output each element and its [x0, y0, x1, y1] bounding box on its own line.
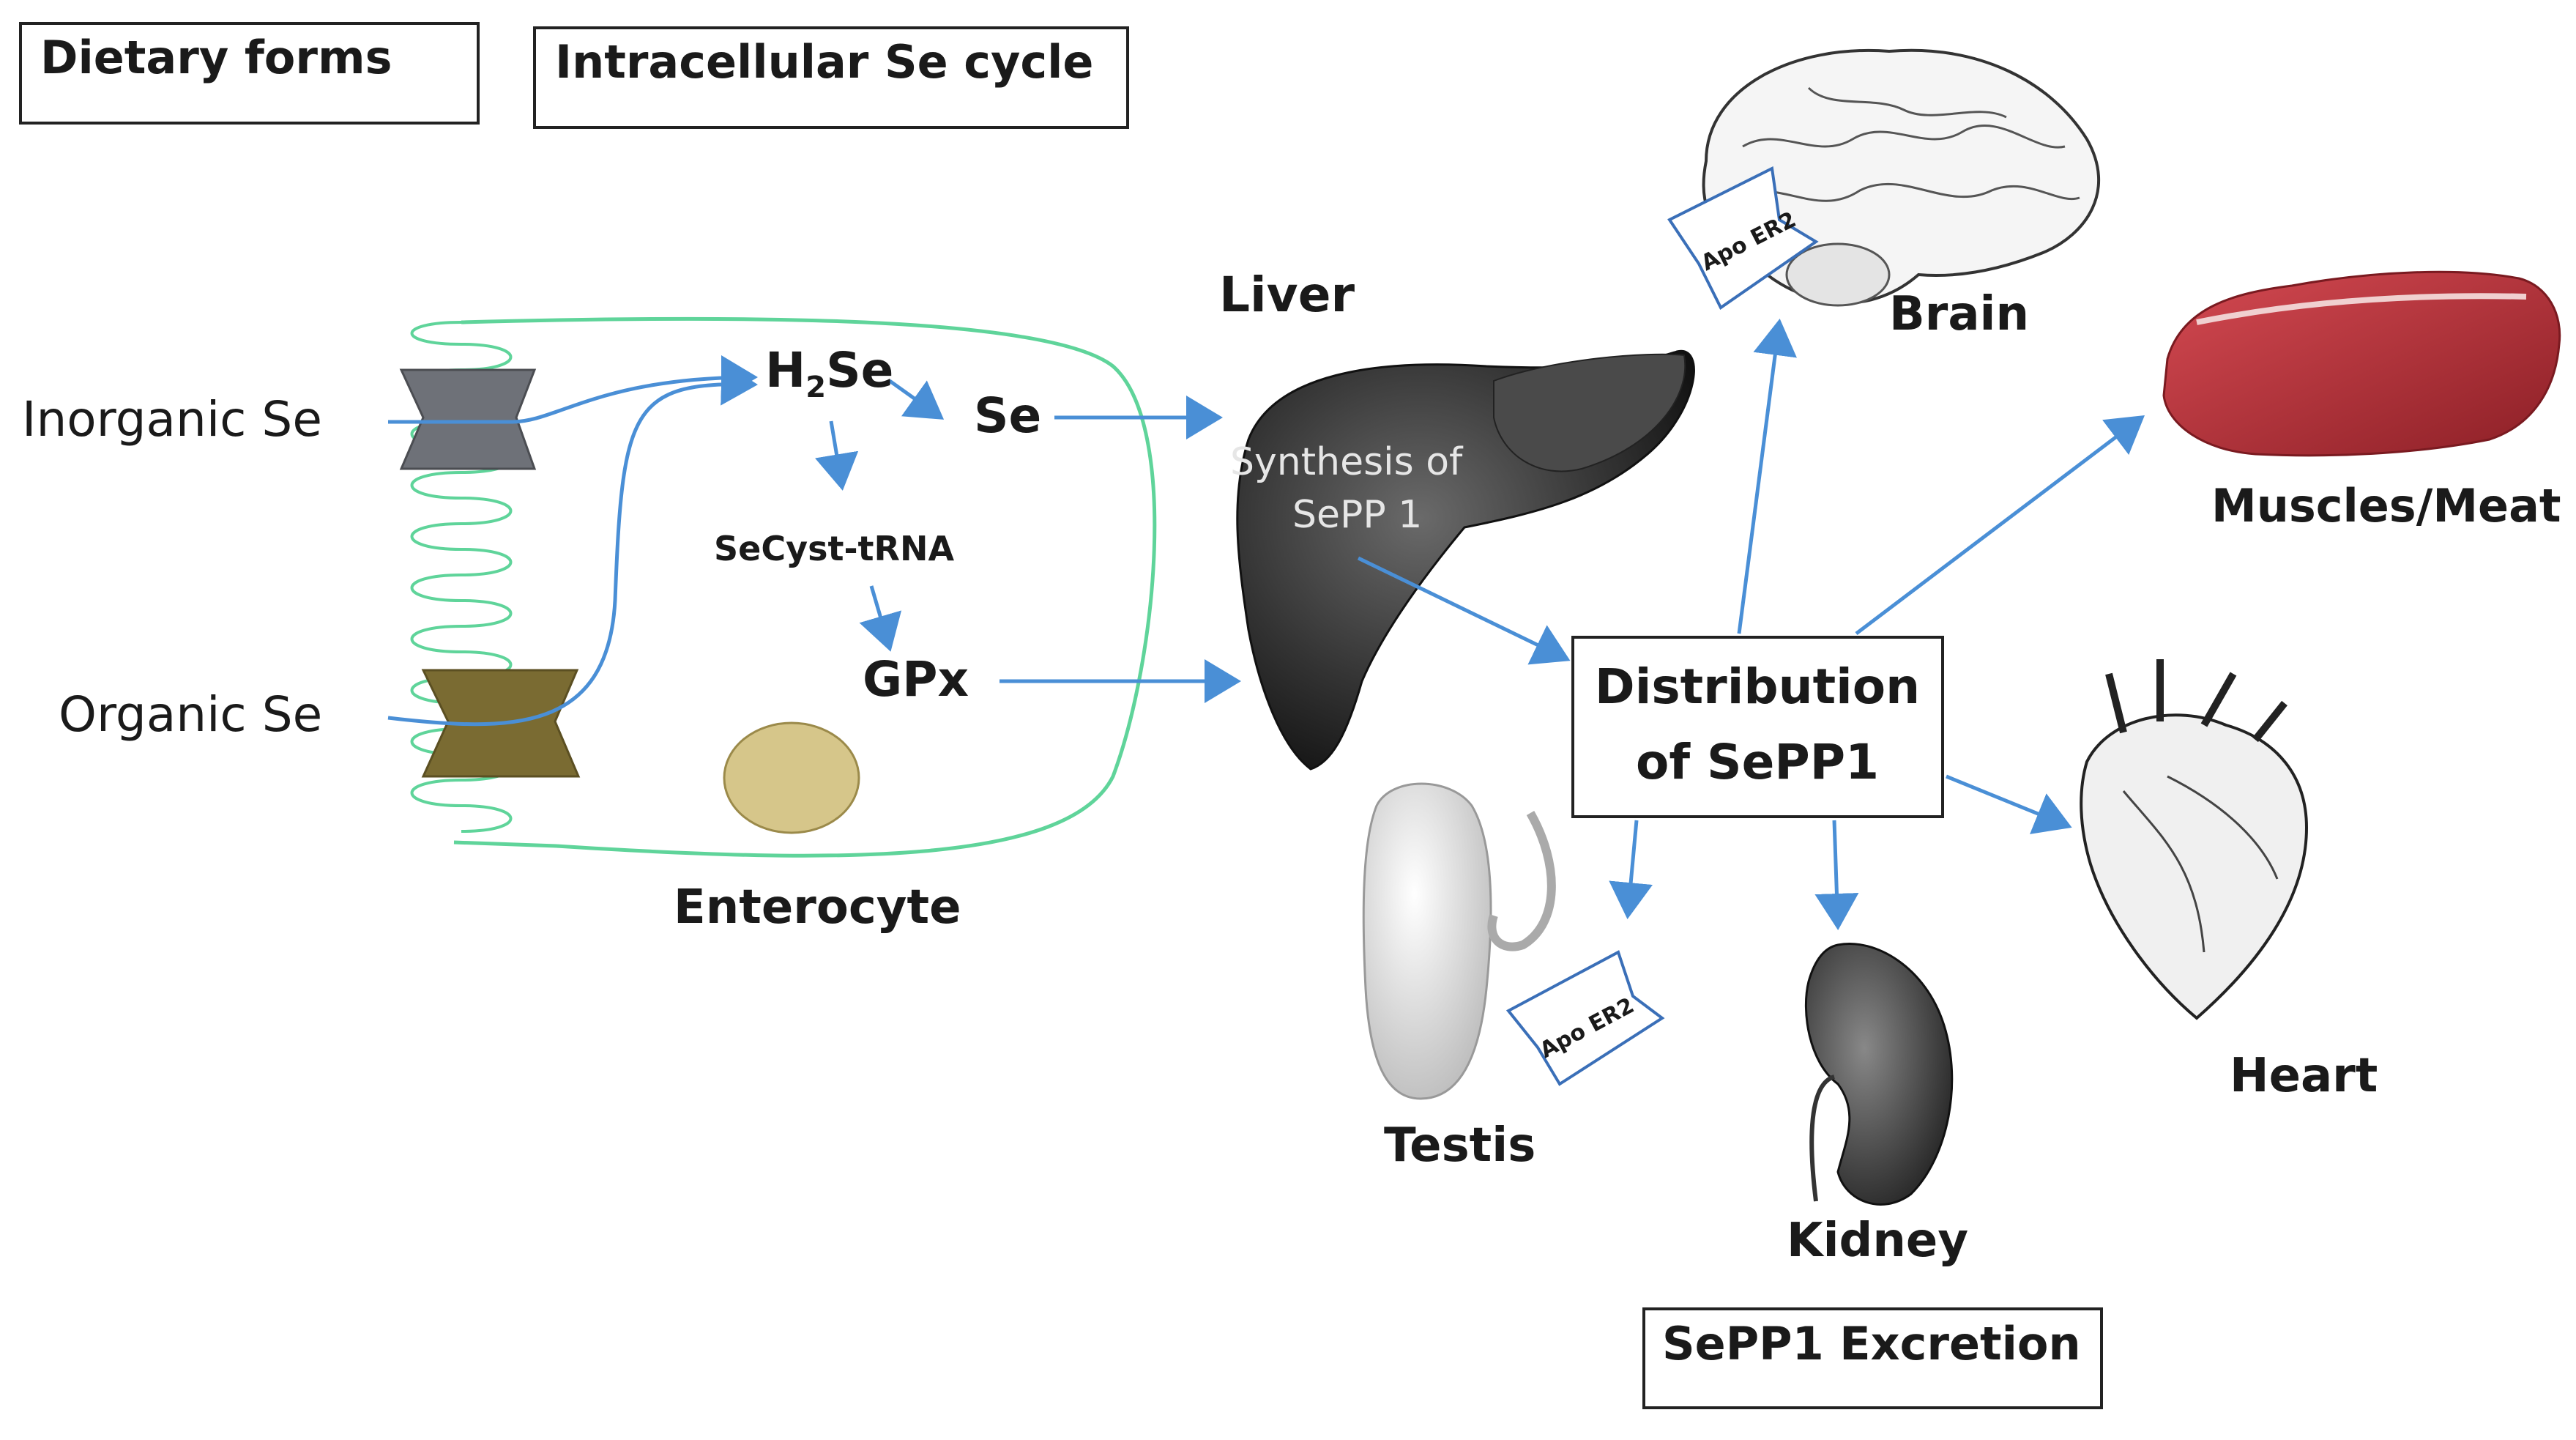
meat-organ: Muscles/Meat: [2162, 270, 2561, 532]
synthesis-line1: Synthesis of: [1230, 440, 1464, 484]
arrow-to-heart: [1946, 774, 2072, 834]
enterocyte-label: Enterocyte: [674, 880, 961, 935]
enterocyte-membrane: [453, 316, 1157, 858]
brain-gyri-2: [1735, 182, 2080, 202]
se-label: Se: [974, 387, 1041, 444]
brain-gyri-1: [1742, 125, 2066, 149]
brain-receptor-shape: [1667, 166, 1819, 310]
secyst-trna-label: SeCyst-tRNA: [714, 529, 954, 568]
kidney-organ: Kidney: [1787, 943, 1968, 1268]
organic-se-label: Organic Se: [59, 686, 322, 743]
enterocyte-nucleus: [723, 721, 860, 834]
intracellular-cycle-label: Intracellular Se cycle: [555, 35, 1093, 89]
liver-label: Liver: [1219, 267, 1355, 323]
testis-label: Testis: [1384, 1118, 1535, 1173]
heart-organ: Heart: [2080, 659, 2378, 1103]
testis-spermatic-cord: [1487, 811, 1556, 951]
testis-shape: [1362, 782, 1492, 1100]
kidney-ureter: [1809, 1075, 1836, 1202]
distribution-line2: of SePP1: [1636, 734, 1879, 790]
heart-label: Heart: [2230, 1049, 2378, 1103]
dietary-forms-label: Dietary forms: [40, 31, 392, 84]
heart-shape: [2080, 713, 2309, 1020]
inorganic-se-label: Inorganic Se: [22, 391, 322, 448]
arrow-secyst-to-gpx: [859, 585, 902, 652]
meat-fat-marbling: [2196, 293, 2527, 325]
distribution-box: Distribution of SePP1: [1571, 636, 1944, 818]
brain-gyri-3: [1807, 86, 2007, 119]
brain-label: Brain: [1889, 287, 2029, 341]
testis-receptor-shape: [1505, 950, 1665, 1086]
h2se-label: H2Se: [765, 342, 893, 404]
distribution-line1: Distribution: [1595, 658, 1920, 715]
excretion-label: SePP1 Excretion: [1662, 1317, 2081, 1370]
brain-organ: Apo ER2 Brain: [1667, 48, 2101, 341]
liver-organ: Liver Synthesis of SePP 1: [1219, 267, 1695, 771]
kidney-label: Kidney: [1787, 1214, 1968, 1268]
excretion-box: SePP1 Excretion: [1642, 1307, 2103, 1409]
enterocyte-arrows: [387, 355, 1241, 727]
inorganic-se-transporter: [399, 368, 537, 470]
arrow-to-testis: [1609, 820, 1653, 919]
muscles-label: Muscles/Meat: [2211, 479, 2561, 532]
meat-shape: [2162, 270, 2561, 457]
brain-cerebellum: [1785, 242, 1891, 307]
gpx-label: GPx: [863, 651, 969, 708]
arrow-to-muscles: [1855, 415, 2145, 635]
kidney-shape: [1804, 943, 1954, 1206]
liver-right-lobe: [1493, 353, 1686, 472]
dietary-forms-box: Dietary forms: [19, 22, 480, 125]
arrow-liver-to-distribution: [1357, 556, 1571, 665]
arrow-to-brain: [1737, 319, 1797, 634]
arrow-h2se-to-secyst: [815, 420, 859, 491]
distribution-arrows: [1357, 319, 2145, 930]
arrow-h2se-to-se: [888, 379, 945, 420]
heart-vessels: [2105, 659, 2287, 743]
testis-organ: Apo ER2 Testis: [1362, 782, 1665, 1173]
arrow-inorganic-to-h2se: [388, 355, 758, 424]
intracellular-cycle-box: Intracellular Se cycle: [533, 26, 1129, 129]
heart-surface-lines: [2122, 775, 2279, 953]
arrow-organic-to-h2se: [387, 361, 758, 727]
synthesis-line2: SePP 1: [1292, 493, 1422, 537]
arrow-to-kidney: [1814, 820, 1859, 930]
enterocyte-cell: [399, 316, 1157, 858]
